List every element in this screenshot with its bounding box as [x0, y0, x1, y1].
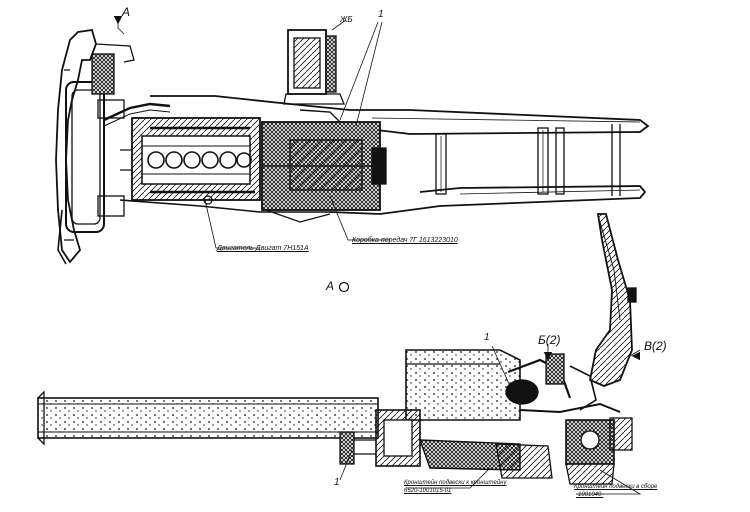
gearbox-caption: Коробка передач 7Г 1613223010	[352, 237, 458, 244]
radiator-front-assembly	[55, 28, 171, 265]
top-part-number: 1	[378, 9, 384, 20]
bottom-caption-2-line-1: Кронштейн подвески в сборе	[574, 484, 658, 490]
view-v-mark: В(2)	[644, 339, 667, 353]
mid-part-number: 1	[484, 332, 490, 343]
cab-pillar	[545, 213, 637, 411]
bottom-part-number: 1	[334, 477, 340, 488]
view-b-mark: Б(2)	[538, 333, 561, 347]
side-elevation-view	[37, 213, 642, 495]
view-a-center-label: А	[326, 279, 335, 293]
view-a-mark: A	[122, 5, 131, 19]
top-leader-lines	[117, 20, 390, 249]
side-frame-rail	[37, 390, 379, 446]
bottom-caption-1-line-1: Кронштейн подвески к кронштейну	[404, 480, 507, 486]
side-housing	[339, 349, 553, 479]
top-plan-view	[55, 15, 650, 265]
bottom-caption-2-line-2: -1001040-	[576, 492, 604, 498]
upright-component	[283, 19, 347, 105]
engine-caption: Двигатель Двигат 7Н151А	[217, 245, 309, 252]
view-a-arrow	[113, 15, 123, 25]
gearbox	[261, 109, 387, 223]
chassis-frame-rails	[119, 95, 650, 215]
side-engine	[505, 358, 633, 485]
view-b-arrow	[543, 351, 553, 361]
component-tag: ЖБ	[340, 15, 353, 24]
engine-block	[120, 117, 261, 205]
bottom-caption-1-line-2: 6520-1001015-01	[404, 488, 452, 494]
view-a-circle-marker	[338, 281, 350, 293]
side-leader-lines	[339, 344, 642, 495]
view-v-arrow	[631, 351, 641, 361]
